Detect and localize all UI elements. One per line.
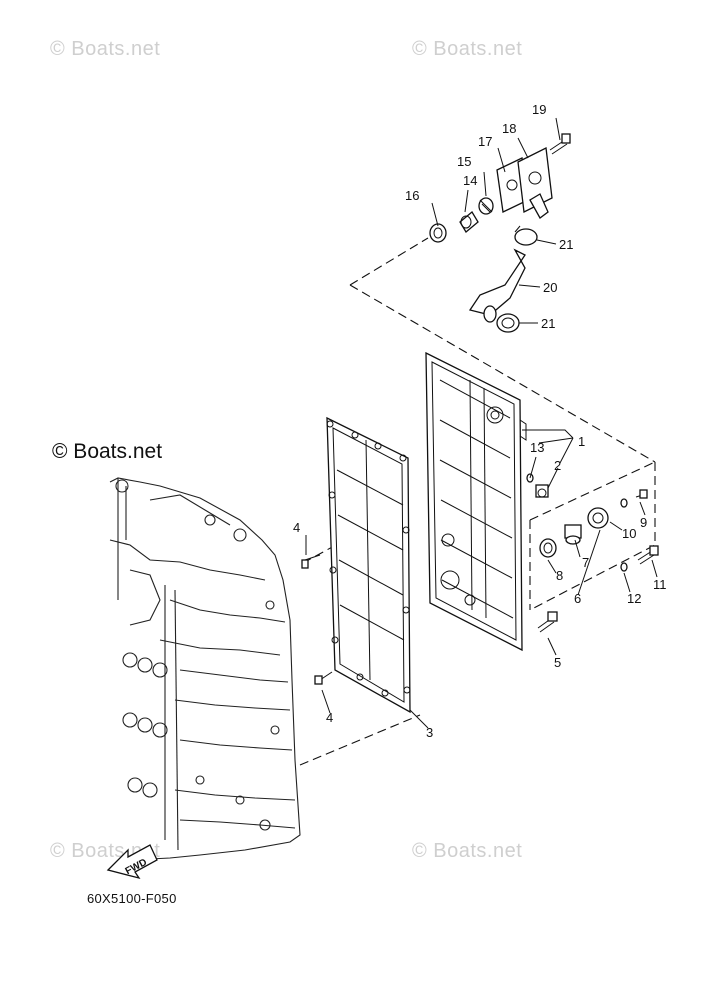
bolt-part-5 [537,611,558,633]
callout-2: 2 [554,458,561,473]
cylinder-block [109,477,301,861]
callout-1: 1 [578,434,585,449]
callout-11: 11 [653,577,667,592]
leader-lines [305,117,658,729]
callout-8: 8 [556,568,563,583]
fwd-arrow-icon: FWD [106,844,158,880]
callout-3: 3 [426,725,433,740]
callout-20: 20 [543,280,557,295]
anode-part-8 [539,538,557,558]
callout-19: 19 [532,102,546,117]
hose-clamp-part-21-lower [496,313,520,333]
callout-9: 9 [640,515,647,530]
plug-part-7 [564,524,582,545]
hose-part-20 [468,248,526,323]
exhaust-cover-part-1 [425,351,527,652]
callout-21-lower: 21 [541,316,555,331]
thermostat-part-14 [459,211,479,233]
watermark-top-right: © Boats.net [412,38,523,60]
callout-18: 18 [502,121,516,136]
washer-part-12 [620,562,628,572]
gasket-part-3 [326,416,411,714]
bolt-part-19 [549,133,571,155]
callout-4-upper: 4 [293,520,300,535]
bolt-part-11 [637,545,659,565]
callout-7: 7 [582,555,589,570]
spring-part-15 [478,197,494,215]
callout-4-lower: 4 [326,710,333,725]
hose-clamp-part-21-upper [514,225,538,246]
callout-16: 16 [405,188,419,203]
callout-17: 17 [478,134,492,149]
bolt-part-4-lower [314,671,333,685]
callout-13: 13 [530,440,544,455]
watermark-bottom-right: © Boats.net [412,840,523,862]
callout-6: 6 [574,591,581,606]
bolt-part-4-upper [301,554,321,569]
thermostat-cover-part-18 [517,147,553,219]
callout-12: 12 [627,591,641,606]
callout-15: 15 [457,154,471,169]
grommet-part-16 [429,223,447,243]
callout-14: 14 [463,173,477,188]
diagram-code: 60X5100-F050 [87,891,177,906]
screw-part-9 [635,489,648,499]
callout-5: 5 [554,655,561,670]
callout-10: 10 [622,526,636,541]
washer-part-10 [620,498,628,508]
callout-21-upper: 21 [559,237,573,252]
watermark-top-left: © Boats.net [50,38,161,60]
cover-part-6 [587,507,609,529]
watermark-middle-left: © Boats.net [52,440,163,463]
fitting-part-2 [535,484,549,498]
